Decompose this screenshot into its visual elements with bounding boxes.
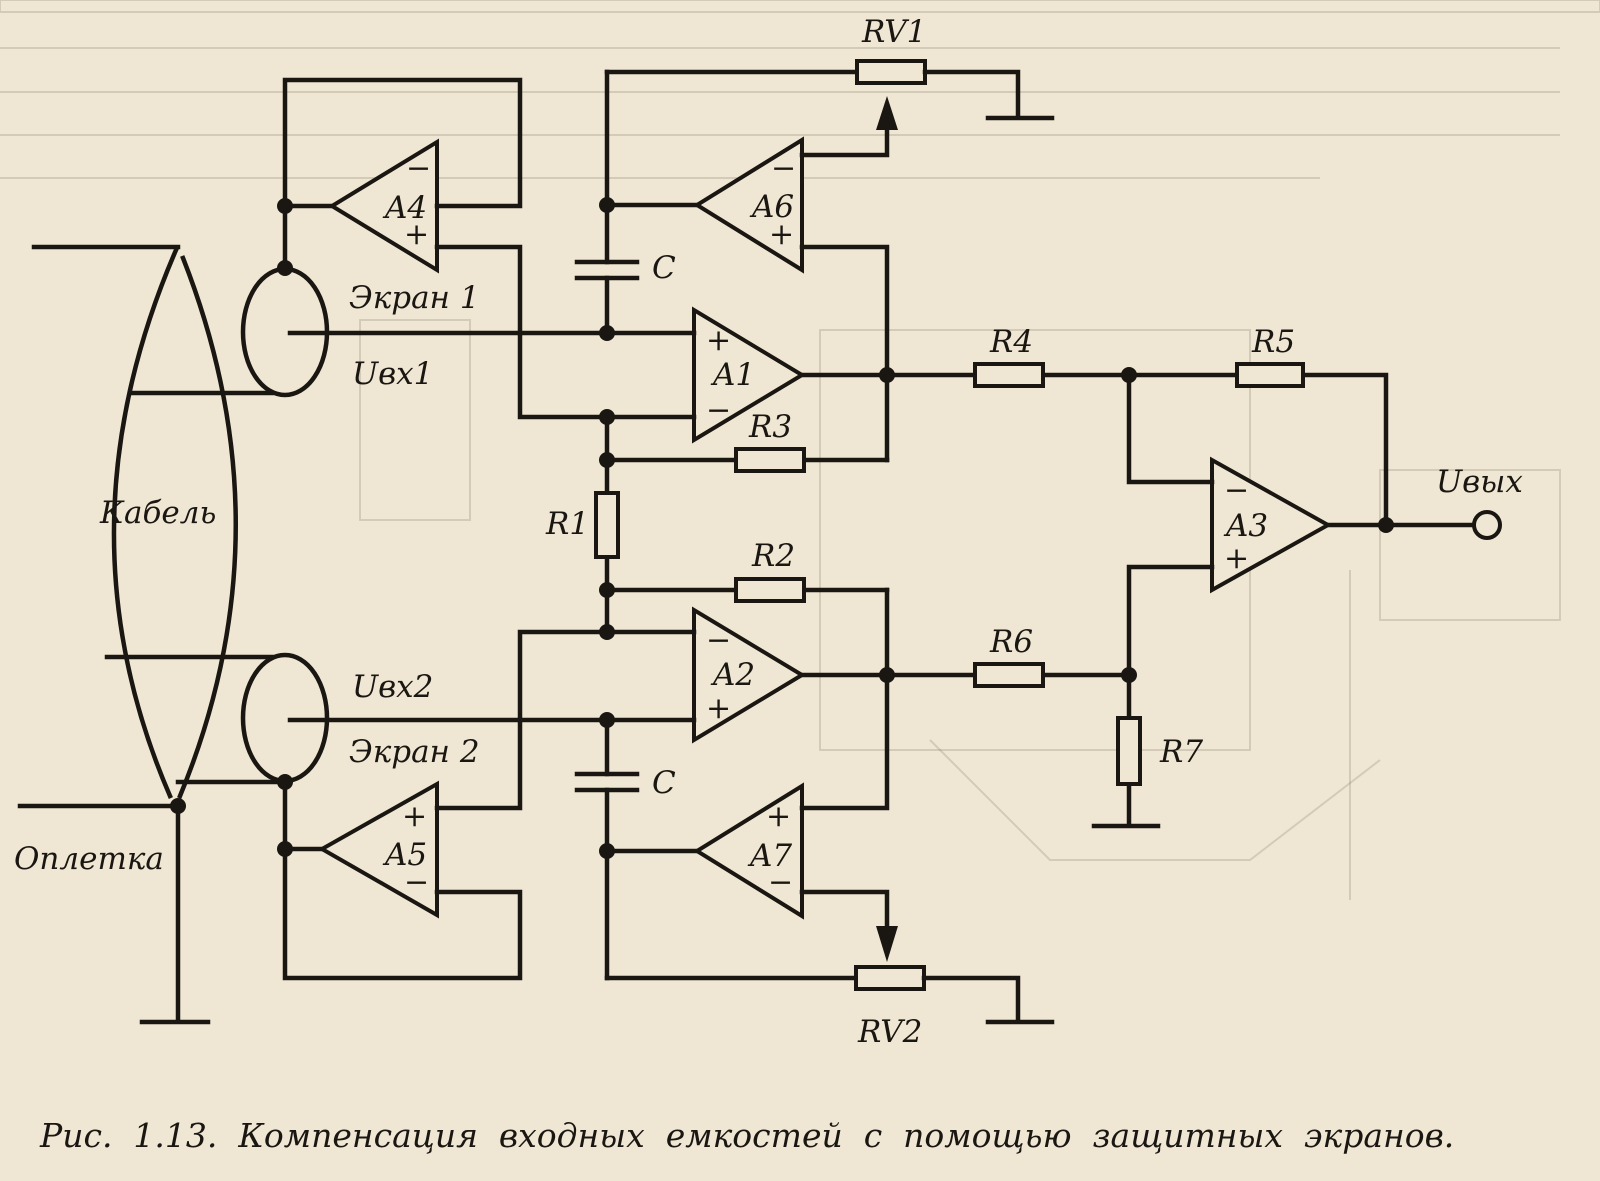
a3-bottom-sign: + <box>1224 541 1249 576</box>
uin2-label: Uвх2 <box>352 669 433 705</box>
a3-top-sign: − <box>1224 473 1249 508</box>
resistor-r6: R6 <box>973 624 1045 688</box>
capacitor-top: C <box>574 250 676 286</box>
opamp-a7: A7 + − <box>693 782 804 920</box>
a1-top-sign: + <box>706 323 731 358</box>
r4-label: R4 <box>989 324 1033 360</box>
uout-label: Uвых <box>1436 464 1523 500</box>
screen-2 <box>104 652 523 785</box>
a6-top-sign: − <box>771 151 796 186</box>
braid-label: Оплетка <box>14 841 164 877</box>
rv2-label: RV2 <box>857 1014 922 1050</box>
resistor-r5: R5 <box>1235 324 1305 388</box>
capacitor-top-label: C <box>652 250 676 286</box>
wires-center <box>517 202 890 981</box>
capacitor-bottom-label: C <box>652 765 676 801</box>
a4-bottom-sign: + <box>404 217 429 252</box>
a6-bottom-sign: + <box>769 217 794 252</box>
potentiometer-rv1: RV1 <box>604 14 1055 208</box>
output-terminal: Uвых <box>1436 464 1523 540</box>
wires-a4 <box>282 77 610 420</box>
uin1-label: Uвх1 <box>352 356 433 392</box>
screen-1-label: Экран 1 <box>349 280 480 316</box>
r3-label: R3 <box>748 409 792 445</box>
cable-label: Кабель <box>99 495 216 531</box>
r1-label: R1 <box>545 506 589 542</box>
opamp-a3: A3 − + <box>1210 456 1333 594</box>
a7-bottom-sign: − <box>768 865 793 900</box>
rv1-label: RV1 <box>861 14 926 50</box>
a2-bottom-sign: + <box>706 691 731 726</box>
junction-dots <box>170 197 1394 859</box>
r6-label: R6 <box>989 624 1033 660</box>
figure-caption: Рис. 1.13. Компенсация входных емкостей … <box>39 1116 1454 1155</box>
opamp-a4: A4 − + <box>328 138 439 274</box>
wires-right <box>884 372 1477 829</box>
opamp-a2: A2 − + <box>692 606 806 744</box>
a6-label: A6 <box>749 189 794 225</box>
screen-2-label: Экран 2 <box>349 734 480 770</box>
capacitor-bottom: C <box>574 765 676 801</box>
a4-label: A4 <box>382 190 427 226</box>
a3-label: A3 <box>1223 508 1268 544</box>
a5-top-sign: + <box>402 799 427 834</box>
a5-label: A5 <box>382 837 427 873</box>
r5-label: R5 <box>1251 324 1295 360</box>
resistor-r3: R3 <box>734 409 806 473</box>
a2-top-sign: − <box>706 623 731 658</box>
resistor-r7: R7 <box>1116 716 1203 786</box>
a7-label: A7 <box>747 838 792 874</box>
a4-top-sign: − <box>406 151 431 186</box>
resistor-r1: R1 <box>545 491 620 559</box>
a2-label: A2 <box>710 657 755 693</box>
potentiometer-rv2: RV2 <box>799 889 1055 1050</box>
resistor-r2: R2 <box>734 538 806 603</box>
a1-label: A1 <box>710 357 755 393</box>
r7-label: R7 <box>1159 734 1203 770</box>
opamp-a5: A5 + − <box>317 780 439 919</box>
bleed-through <box>0 0 1600 900</box>
r2-label: R2 <box>751 538 795 574</box>
cable <box>17 244 238 1025</box>
a5-bottom-sign: − <box>404 865 429 900</box>
resistor-r4: R4 <box>973 324 1045 388</box>
wires-a5 <box>282 629 610 981</box>
a7-top-sign: + <box>766 799 791 834</box>
opamp-a1: A1 + − <box>692 306 806 444</box>
opamp-a6: A6 − + <box>693 136 804 274</box>
a1-bottom-sign: − <box>706 393 731 428</box>
